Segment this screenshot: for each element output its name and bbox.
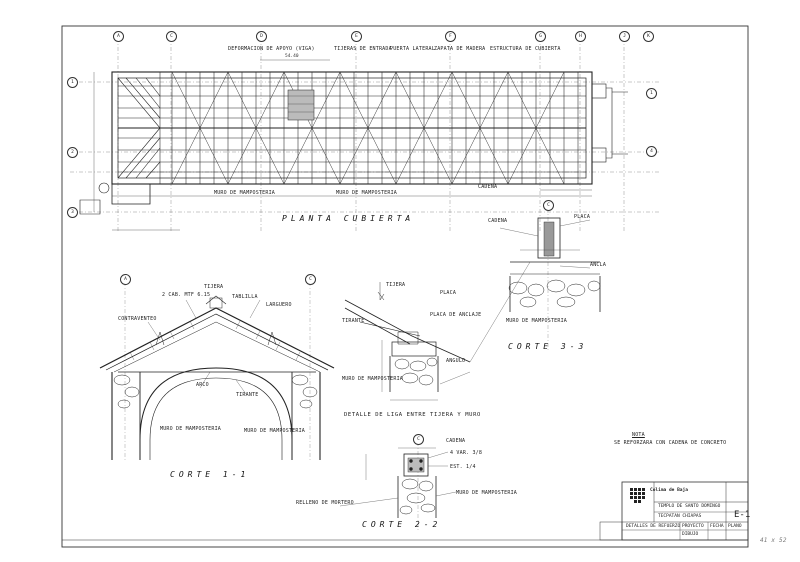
detail-truss-wall [344,282,471,401]
axis-col-bubble: J [619,31,630,42]
axis-row-bubble: 2 [67,147,78,158]
sheet-number: E-1 [734,510,751,520]
org-name: Colima de Baja [650,488,688,493]
section-label: CADENA [488,218,508,224]
plan-label: PUERTA LATERAL [390,46,435,52]
section-label: TIJERA [204,284,224,290]
section-label: 2 CAB. MTF 6.15 [162,292,211,298]
plan-label: ESTRUCTURA DE CUBIERTA [490,46,561,52]
axis-col-bubble: H [575,31,586,42]
titleblock-col: FECHA [710,524,724,529]
corte-1-1 [99,282,335,460]
detail-label: PLACA [440,290,457,296]
detail-label: ANGULO [446,358,466,364]
section-label: PLACA [574,214,591,220]
axis-col-bubble: C [305,274,316,285]
section-title: CORTE 1-1 [170,470,250,479]
plan-label: MURO DE MAMPOSTERIA [336,190,397,196]
title-block [599,481,749,541]
section-title: CORTE 2-2 [362,520,442,529]
detail-title: DETALLE DE LIGA ENTRE TIJERA Y MURO [344,412,481,418]
titleblock-col: PLANO [728,524,742,529]
axis-col-bubble: C [413,434,424,445]
section-label: RELLENO DE MORTERO [296,500,354,506]
institution-logo [630,488,645,503]
note-heading: NOTA [632,432,645,438]
section-label: CONTRAVENTEO [118,316,157,322]
dimension-label: 54.40 [285,54,299,59]
axis-col-bubble: E [351,31,362,42]
detail-label: TIJERA [386,282,406,288]
axis-col-bubble: A [120,274,131,285]
axis-col-bubble: C [543,200,554,211]
section-label: TABLILLA [232,294,258,300]
project-location: TECPATAN CHIAPAS [658,514,702,519]
section-label: MURO DE MAMPOSTERIA [244,428,305,434]
section-label: ANCLA [590,262,607,268]
note-text: SE REFORZARA CON CADENA DE CONCRETO [614,440,727,446]
section-label: MURO DE MAMPOSTERIA [506,318,567,324]
axis-row-bubble: 3 [67,207,78,218]
axis-col-bubble: C [166,31,177,42]
axis-row-bubble: 4 [646,146,657,157]
axis-col-bubble: K [643,31,654,42]
plan-label: ZAPATA DE MADERA [434,46,486,52]
titleblock-col: PROYECTO [682,524,704,529]
section-label: 4 VAR. 3/8 [450,450,483,456]
section-label: MURO DE MAMPOSTERIA [456,490,517,496]
plan-title: PLANTA CUBIERTA [282,214,415,223]
section-label: TIRANTE [236,392,259,398]
section-label: EST. 1/4 [450,464,476,470]
plan-label: DEFORMACION DE APOYO (VIGA) [228,46,315,52]
roof-plan [70,38,660,232]
plan-label: MURO DE MAMPOSTERIA [214,190,275,196]
corte-2-2 [339,442,457,530]
section-label: LARGUERO [266,302,292,308]
section-label: CADENA [446,438,466,444]
axis-col-bubble: A [113,31,124,42]
margin-mark: 41 x 52 [760,537,787,544]
plan-label: CADENA [478,184,498,190]
detail-label: TIRANTE [342,318,365,324]
axis-col-bubble: F [445,31,456,42]
axis-col-bubble: G [535,31,546,42]
project-name: TEMPLO DE SANTO DOMINGO [658,504,721,509]
plan-label: TIJERAS DE ENTRADA [334,46,392,52]
detail-label: MURO DE MAMPOSTERIA [342,376,403,382]
detail-label: PLACA DE ANCLAJE [430,312,482,318]
section-label: ARCO [196,382,209,388]
axis-row-bubble: 1 [646,88,657,99]
titleblock-col: DIBUJO [682,532,699,537]
sheet-border [61,25,749,548]
drawing-title: DETALLES DE REFUERZO [626,524,681,529]
corte-3-3 [469,208,601,363]
section-title: CORTE 3-3 [508,342,588,351]
axis-col-bubble: D [256,31,267,42]
axis-row-bubble: 1 [67,77,78,88]
section-label: MURO DE MAMPOSTERIA [160,426,221,432]
